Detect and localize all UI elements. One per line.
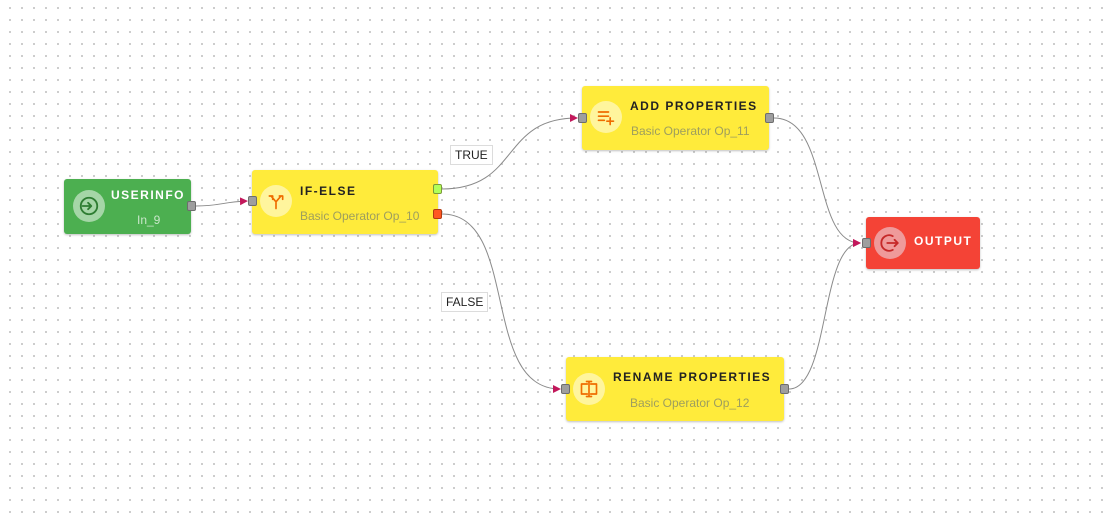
edge-label-false: FALSE	[441, 292, 489, 312]
playlist-add-icon	[590, 101, 622, 133]
edge-ifelse-true-to-addproperties[interactable]	[441, 114, 578, 190]
port-rename-properties-in[interactable]	[561, 384, 570, 394]
edge-addproperties-to-output[interactable]	[773, 117, 861, 247]
port-ifelse-false[interactable]	[433, 209, 442, 219]
port-add-properties-in[interactable]	[578, 113, 587, 123]
node-rename-properties[interactable]: RENAME PROPERTIES Basic Operator Op_12	[566, 357, 784, 421]
node-add-properties-subtitle: Basic Operator Op_11	[631, 124, 750, 138]
node-userinfo[interactable]: USERINFO In_9	[64, 179, 191, 234]
output-icon	[874, 227, 906, 259]
rename-icon	[573, 373, 605, 405]
node-add-properties-title: ADD PROPERTIES	[630, 99, 758, 113]
port-ifelse-true[interactable]	[433, 184, 442, 194]
input-icon	[73, 190, 105, 222]
edge-label-true: TRUE	[450, 145, 493, 165]
edge-ifelse-false-to-renameproperties[interactable]	[441, 213, 561, 393]
branch-icon	[260, 185, 292, 217]
port-rename-properties-out[interactable]	[780, 384, 789, 394]
edge-renameproperties-to-output[interactable]	[788, 239, 861, 390]
port-add-properties-out[interactable]	[765, 113, 774, 123]
port-output-in[interactable]	[862, 238, 871, 248]
node-ifelse[interactable]: IF-ELSE Basic Operator Op_10	[252, 170, 438, 234]
node-userinfo-title: USERINFO	[111, 188, 186, 202]
edge-userinfo-to-ifelse[interactable]	[195, 197, 248, 207]
node-output[interactable]: OUTPUT	[866, 217, 980, 269]
node-output-title: OUTPUT	[914, 234, 973, 248]
node-userinfo-subtitle: In_9	[137, 213, 161, 227]
node-ifelse-subtitle: Basic Operator Op_10	[300, 209, 420, 223]
port-userinfo-out[interactable]	[187, 201, 196, 211]
node-add-properties[interactable]: ADD PROPERTIES Basic Operator Op_11	[582, 86, 769, 150]
node-rename-properties-subtitle: Basic Operator Op_12	[630, 396, 750, 410]
node-ifelse-title: IF-ELSE	[300, 184, 357, 198]
node-rename-properties-title: RENAME PROPERTIES	[613, 370, 772, 384]
port-ifelse-in[interactable]	[248, 196, 257, 206]
